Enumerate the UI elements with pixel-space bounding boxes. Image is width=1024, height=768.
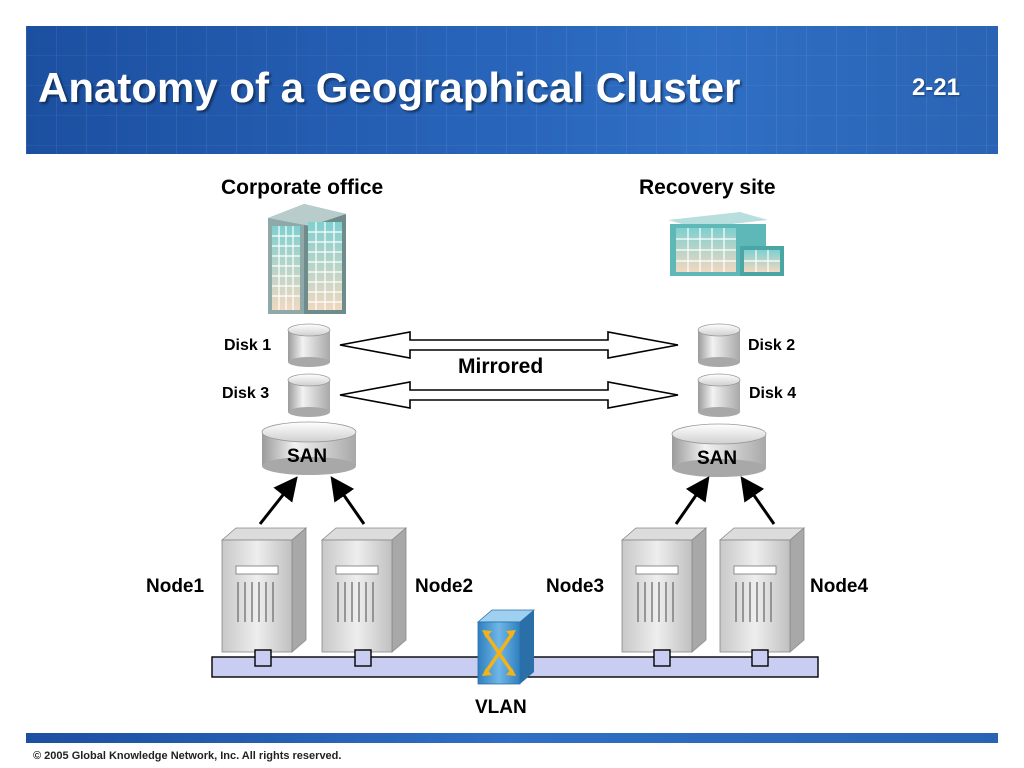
disk-4-icon bbox=[697, 373, 741, 417]
san-right-icon bbox=[671, 423, 767, 477]
recovery-building-icon bbox=[668, 212, 784, 276]
slide-number: 2-21 bbox=[911, 74, 960, 101]
vlan-label: VLAN bbox=[475, 697, 527, 718]
node-3-label: Node3 bbox=[546, 576, 605, 597]
bus-connectors bbox=[254, 649, 769, 667]
mirror-arrow-top bbox=[339, 331, 679, 359]
node-2-server-icon bbox=[320, 527, 408, 653]
node-3-server-icon bbox=[620, 527, 708, 653]
node-4-server-icon bbox=[718, 527, 806, 653]
disk-2-label: Disk 2 bbox=[748, 337, 796, 354]
recovery-site-label: Recovery site bbox=[639, 176, 776, 199]
corporate-building-icon bbox=[268, 204, 346, 314]
node-1-server-icon bbox=[220, 527, 308, 653]
disk-1-label: Disk 1 bbox=[224, 337, 272, 354]
disk-1-icon bbox=[287, 323, 331, 367]
corporate-office-label: Corporate office bbox=[221, 176, 384, 199]
node-2-label: Node2 bbox=[415, 576, 474, 597]
slide-title: Anatomy of a Geographical Cluster bbox=[38, 64, 741, 111]
disk-3-icon bbox=[287, 373, 331, 417]
node-1-label: Node1 bbox=[146, 576, 205, 597]
disk-2-icon bbox=[697, 323, 741, 367]
title-banner: Anatomy of a Geographical Cluster 2-21 bbox=[26, 26, 998, 154]
mirrored-label: Mirrored bbox=[458, 355, 544, 378]
san-left-icon bbox=[261, 421, 357, 475]
san-right-label: SAN bbox=[697, 448, 738, 469]
switch-icon bbox=[476, 609, 536, 685]
san-left-label: SAN bbox=[287, 446, 328, 467]
disk-4-label: Disk 4 bbox=[749, 385, 797, 402]
banner-grid-pattern bbox=[26, 26, 998, 154]
mirror-arrow-bottom bbox=[339, 381, 679, 409]
footer-bar bbox=[26, 733, 998, 743]
node-san-arrows bbox=[258, 476, 776, 525]
copyright-notice: © 2005 Global Knowledge Network, Inc. Al… bbox=[33, 750, 342, 762]
node-4-label: Node4 bbox=[810, 576, 869, 597]
disk-3-label: Disk 3 bbox=[222, 385, 270, 402]
